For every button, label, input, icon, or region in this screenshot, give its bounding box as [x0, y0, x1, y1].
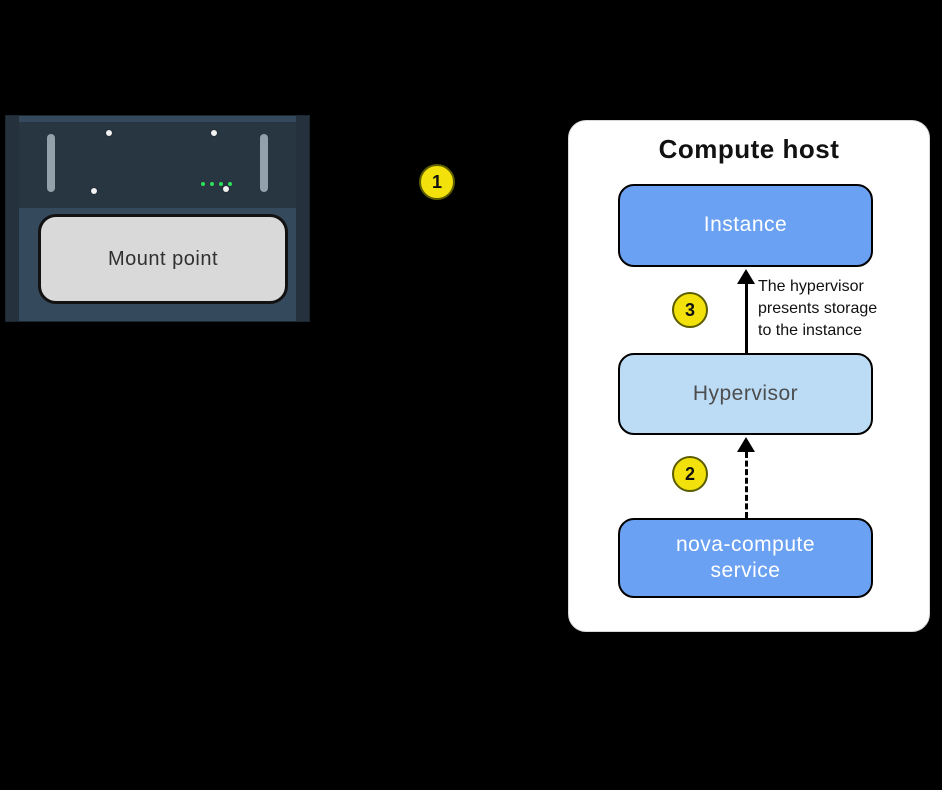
arrow-shaft	[744, 284, 748, 353]
storage-server-graphic: Mount point	[5, 115, 310, 322]
server-faceplate	[19, 122, 296, 208]
compute-host-panel: Compute host Instance 3 The hypervisor p…	[568, 120, 930, 632]
step-3-badge: 3	[672, 292, 708, 328]
nova-compute-service-box: nova-compute service	[618, 518, 873, 598]
screw-icon	[91, 188, 97, 194]
instance-label: Instance	[703, 213, 788, 237]
step-1-badge: 1	[419, 164, 455, 200]
instance-box: Instance	[618, 184, 873, 267]
server-handle-icon	[47, 134, 55, 192]
arrow-head-icon	[737, 437, 755, 452]
hypervisor-to-instance-arrow	[737, 269, 755, 353]
hypervisor-box: Hypervisor	[618, 353, 873, 435]
hypervisor-label: Hypervisor	[692, 381, 799, 405]
arrow-head-icon	[737, 269, 755, 284]
mount-point-box: Mount point	[38, 214, 288, 304]
step-2-badge: 2	[672, 456, 708, 492]
screw-icon	[223, 186, 229, 192]
server-rail	[296, 116, 309, 321]
server-rail	[6, 116, 19, 321]
screw-icon	[211, 130, 217, 136]
led-indicator-icon	[201, 182, 232, 186]
nova-compute-service-label: nova-compute service	[675, 532, 816, 582]
arrow-shaft-dashed	[744, 452, 748, 518]
nova-to-hypervisor-arrow	[737, 437, 755, 518]
compute-host-title: Compute host	[658, 134, 840, 164]
screw-icon	[106, 130, 112, 136]
server-handle-icon	[260, 134, 268, 192]
mount-point-label: Mount point	[107, 247, 218, 270]
hypervisor-annotation: The hypervisor presents storage to the i…	[758, 278, 878, 340]
